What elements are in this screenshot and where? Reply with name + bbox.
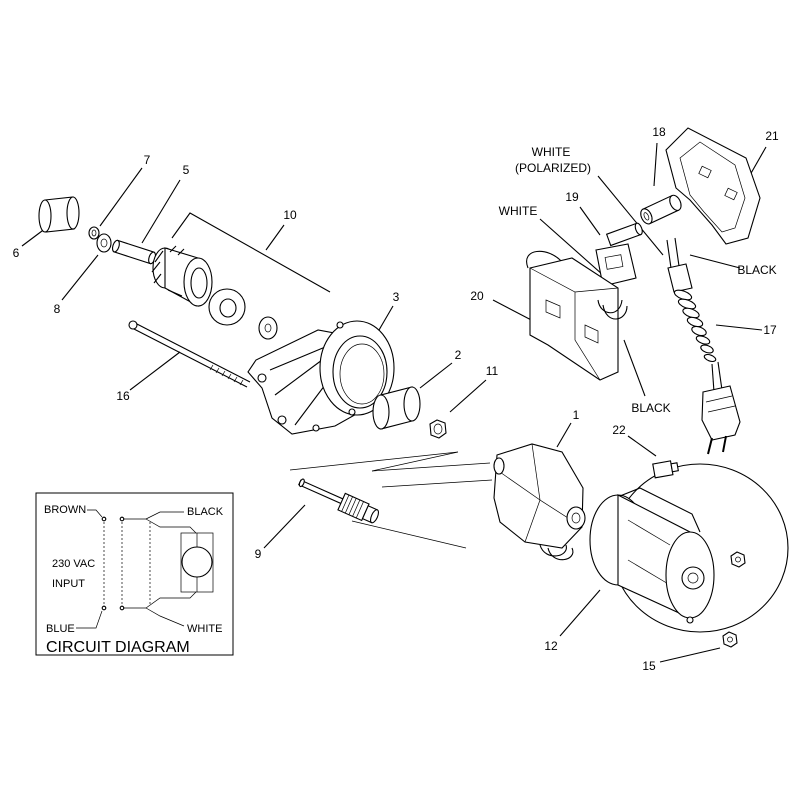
circuit-label-input: INPUT xyxy=(52,578,85,590)
callout-9: 9 xyxy=(255,547,262,561)
callout-17: 17 xyxy=(763,323,777,337)
part-1-end-bell xyxy=(493,443,586,561)
circuit-label-white: WHITE xyxy=(187,623,222,635)
callout-5: 5 xyxy=(183,163,190,177)
callout-11: 11 xyxy=(486,364,499,378)
circuit-diagram: BROWN BLACK 230 VAC INPUT BLUE WHITE CIR… xyxy=(35,492,234,656)
wire-labels: WHITE (POLARIZED) WHITE BLACK BLACK xyxy=(499,145,777,415)
wire-label-polarized: (POLARIZED) xyxy=(515,161,591,175)
callout-18: 18 xyxy=(652,125,666,139)
part-16-rod xyxy=(128,320,251,388)
part-19-terminal xyxy=(595,222,643,287)
part-22-connector xyxy=(652,460,679,479)
wire-label-white: WHITE xyxy=(499,204,538,218)
part-3-housing xyxy=(247,320,395,435)
part-18-grommet xyxy=(640,194,682,225)
callout-3: 3 xyxy=(393,290,400,304)
part-callouts: 7 5 6 8 10 3 2 11 16 18 21 19 20 17 1 22… xyxy=(13,125,779,673)
part-21-box-cover xyxy=(665,127,761,245)
part-10-gasket xyxy=(208,288,246,326)
part-10-fan xyxy=(151,245,213,307)
part-11-nut xyxy=(429,419,447,439)
wire-label-white-polarized: WHITE xyxy=(532,145,571,159)
callout-7: 7 xyxy=(144,153,151,167)
part-6-sleeve xyxy=(38,196,80,233)
part-12-motor xyxy=(589,463,789,633)
callout-1: 1 xyxy=(573,408,580,422)
circuit-label-voltage: 230 VAC xyxy=(52,558,95,570)
circuit-label-blue: BLUE xyxy=(46,623,75,635)
callout-20: 20 xyxy=(470,289,484,303)
part-8-ring xyxy=(96,233,112,253)
callout-21: 21 xyxy=(765,129,779,143)
wire-label-black-cord: BLACK xyxy=(737,263,776,277)
part-20-switch xyxy=(526,250,628,381)
callout-6: 6 xyxy=(13,246,20,260)
wire-label-black-switch: BLACK xyxy=(631,401,670,415)
part-15-nut xyxy=(722,631,738,648)
callout-19: 19 xyxy=(565,190,579,204)
callout-15: 15 xyxy=(642,659,656,673)
callout-8: 8 xyxy=(54,302,61,316)
callout-12: 12 xyxy=(544,639,558,653)
part-17-power-cord xyxy=(666,237,741,455)
circuit-label-brown: BROWN xyxy=(44,504,86,516)
circuit-label-black: BLACK xyxy=(187,506,224,518)
part-7-washer xyxy=(88,226,100,240)
motor-nut xyxy=(730,551,746,568)
callout-10: 10 xyxy=(283,208,297,222)
part-9-shaft xyxy=(298,478,380,524)
callout-22: 22 xyxy=(612,423,626,437)
callout-2: 2 xyxy=(455,348,462,362)
part-2-cylinder xyxy=(372,386,421,430)
circuit-diagram-title: CIRCUIT DIAGRAM xyxy=(46,639,190,656)
callout-16: 16 xyxy=(116,389,130,403)
part-10-washer xyxy=(258,316,278,340)
part-5-tube xyxy=(111,239,157,265)
